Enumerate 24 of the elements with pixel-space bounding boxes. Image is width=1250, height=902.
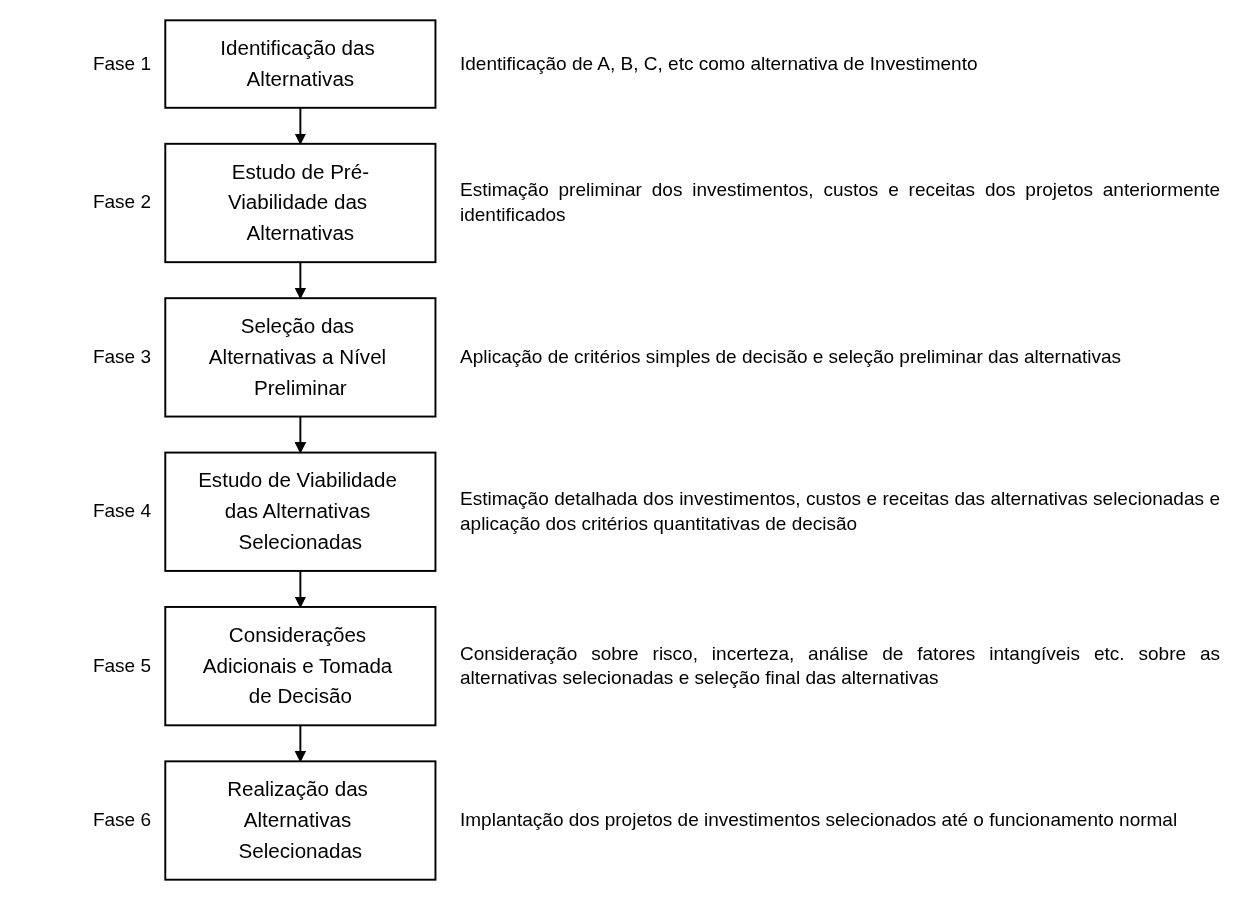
phase-label: Fase 4	[92, 499, 151, 524]
description-text: Consideração sobre risco, incerteza, análise de fatores intangíveis etc. sobre as alternativas selecionadas e seleção final das alternativas	[460, 641, 1220, 691]
description-text: Estimação detalhada dos investimentos, custos e receitas das alternativas selecionadas e aplicação dos critérios quantitativas de decisão	[460, 487, 1220, 536]
flowchart-drawing: Identificação das Alternativas Estudo de Pré-Viabilidade das Alternativas Seleção das Alternativas a Nível Preliminar Estudo de Viabilidade das Alternativas Selecionadas Considerações Adicionais e Tomada de Decisão Realização das Alternativas Selecionadas	[154, 10, 446, 890]
description-text: Aplicação de critérios simples de decisão e seleção preliminar das alternativas	[460, 344, 1123, 369]
arrow	[294, 569, 306, 608]
arrow	[294, 106, 306, 145]
node-box	[163, 19, 437, 109]
phase-label: Fase 6	[92, 808, 151, 832]
arrow	[294, 415, 306, 454]
phase-label: Fase 5	[92, 653, 151, 678]
description-text: Implantação dos projetos de investimentos selecionados até o funcionamento normal	[460, 808, 1179, 832]
node-box	[163, 451, 437, 572]
arrow	[294, 261, 306, 299]
description-text: Identificação de A, B, C, etc como alternativa de Investimento	[460, 51, 979, 76]
description-text: Estimação preliminar dos investimentos, custos e receitas dos projetos anteriormente identificados	[460, 178, 1220, 228]
node-box	[163, 760, 437, 881]
node-box	[163, 142, 437, 264]
phase-label: Fase 2	[92, 190, 151, 215]
node-box	[163, 297, 437, 418]
arrow	[294, 724, 306, 762]
node-box	[163, 606, 437, 727]
phase-label: Fase 3	[92, 344, 151, 369]
phase-label: Fase 1	[92, 51, 151, 76]
